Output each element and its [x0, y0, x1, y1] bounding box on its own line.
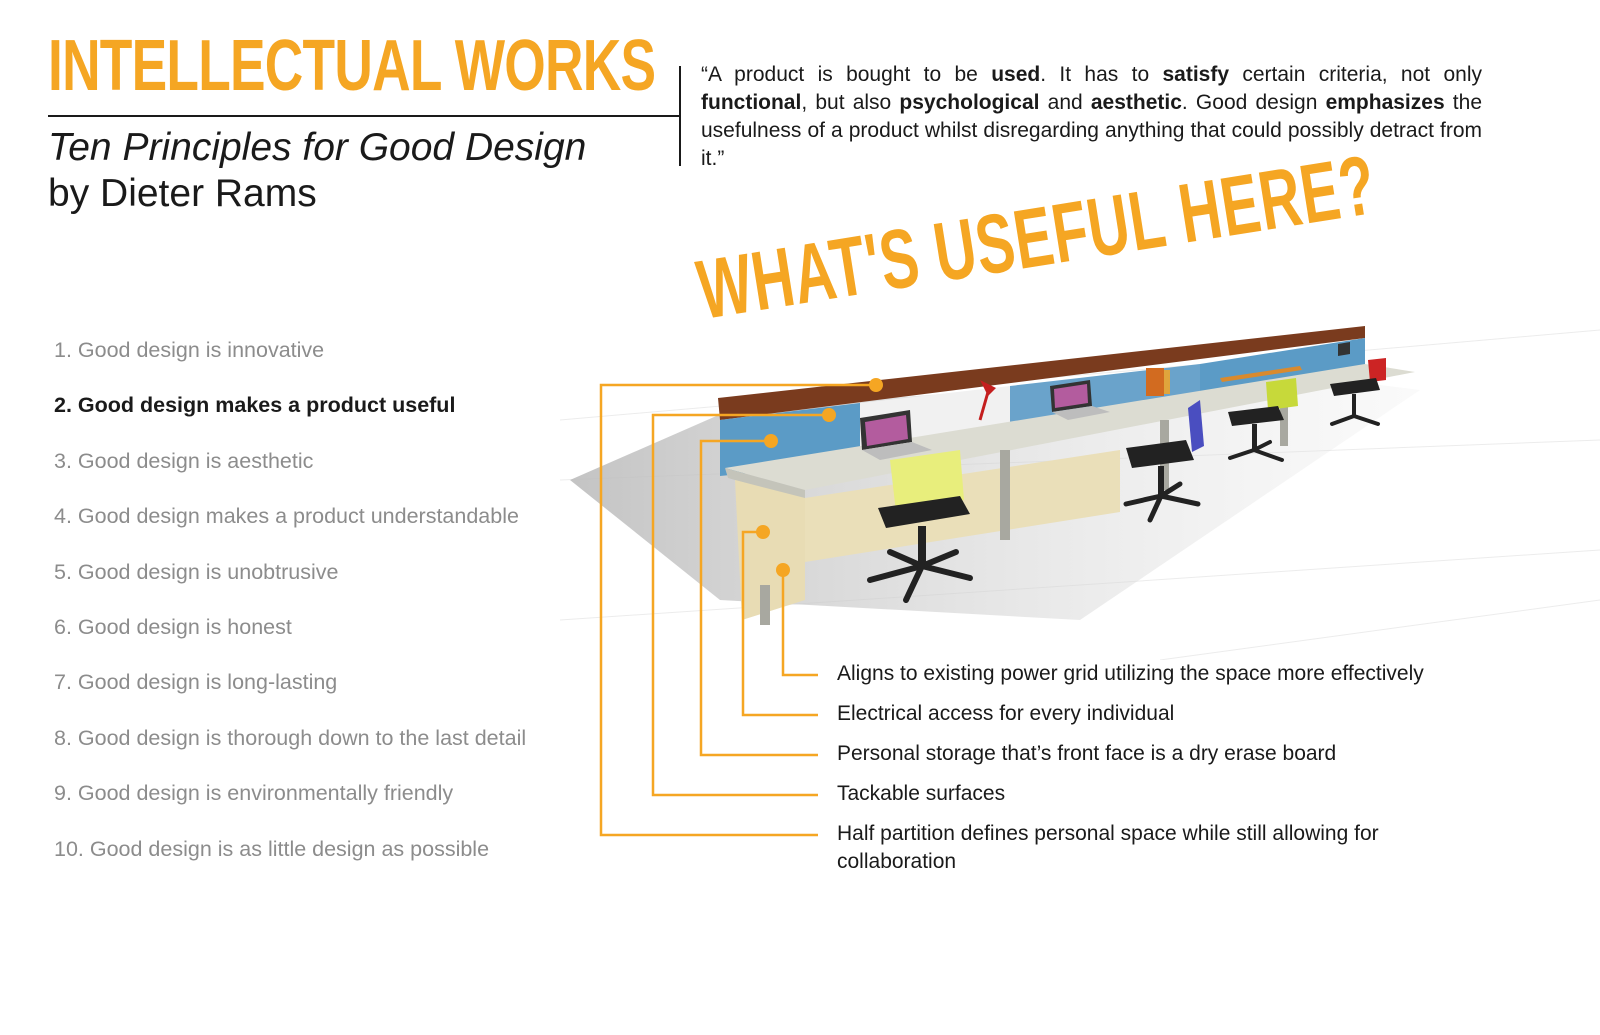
principle-item: 2. Good design makes a product useful: [54, 393, 456, 418]
principle-item: 4. Good design makes a product understan…: [54, 504, 519, 529]
quote-fragment: “A product is bought to be: [701, 63, 992, 86]
callout-power-grid: Aligns to existing power grid utilizing …: [837, 662, 1424, 685]
principle-item: 8. Good design is thorough down to the l…: [54, 725, 527, 750]
quote-emphasis: psychological: [899, 91, 1040, 114]
callout-tackable-surfaces: Tackable surfaces: [837, 782, 1006, 805]
principle-item: 7. Good design is long-lasting: [54, 670, 338, 695]
quote-emphasis: satisfy: [1162, 63, 1230, 86]
quote-emphasis: aesthetic: [1090, 91, 1182, 114]
workstation-illustration: [560, 326, 1600, 660]
subtitle: Ten Principles for Good Design: [48, 126, 587, 169]
quote-emphasis: functional: [701, 91, 802, 114]
header-divider: [48, 115, 680, 117]
quote-emphasis: emphasizes: [1325, 91, 1445, 114]
principle-item: 10. Good design is as little design as p…: [54, 836, 490, 861]
principle-item: 6. Good design is honest: [54, 614, 292, 639]
brand-title: INTELLECTUAL WORKS: [48, 26, 656, 106]
callout-electrical-access: Electrical access for every individual: [837, 702, 1175, 725]
quote-fragment: and: [1039, 91, 1091, 114]
byline: by Dieter Rams: [48, 172, 317, 215]
quote-text: “A product is bought to be used. It has …: [701, 61, 1482, 173]
callout-personal-storage: Personal storage that’s front face is a …: [837, 742, 1337, 765]
quote-fragment: the usefulness of a product whilst disre…: [701, 91, 1482, 170]
principle-item: 3. Good design is aesthetic: [54, 448, 314, 473]
quote-emphasis: used: [991, 63, 1041, 86]
principle-item: 5. Good design is unobtrusive: [54, 559, 339, 584]
principle-item: 9. Good design is environmentally friend…: [54, 781, 454, 806]
principle-item: 1. Good design is innovative: [54, 338, 325, 362]
quote-fragment: certain criteria, not only: [1229, 63, 1482, 86]
quote-fragment: , but also: [801, 91, 900, 114]
callout-half-partition: Half partition defines personal space wh…: [837, 822, 1379, 873]
quote-fragment: . Good design: [1181, 91, 1326, 114]
principles-list: 1. Good design is innovative 2. Good desi…: [54, 336, 614, 890]
quote-fragment: . It has to: [1040, 63, 1163, 86]
quote-divider: [679, 66, 681, 166]
